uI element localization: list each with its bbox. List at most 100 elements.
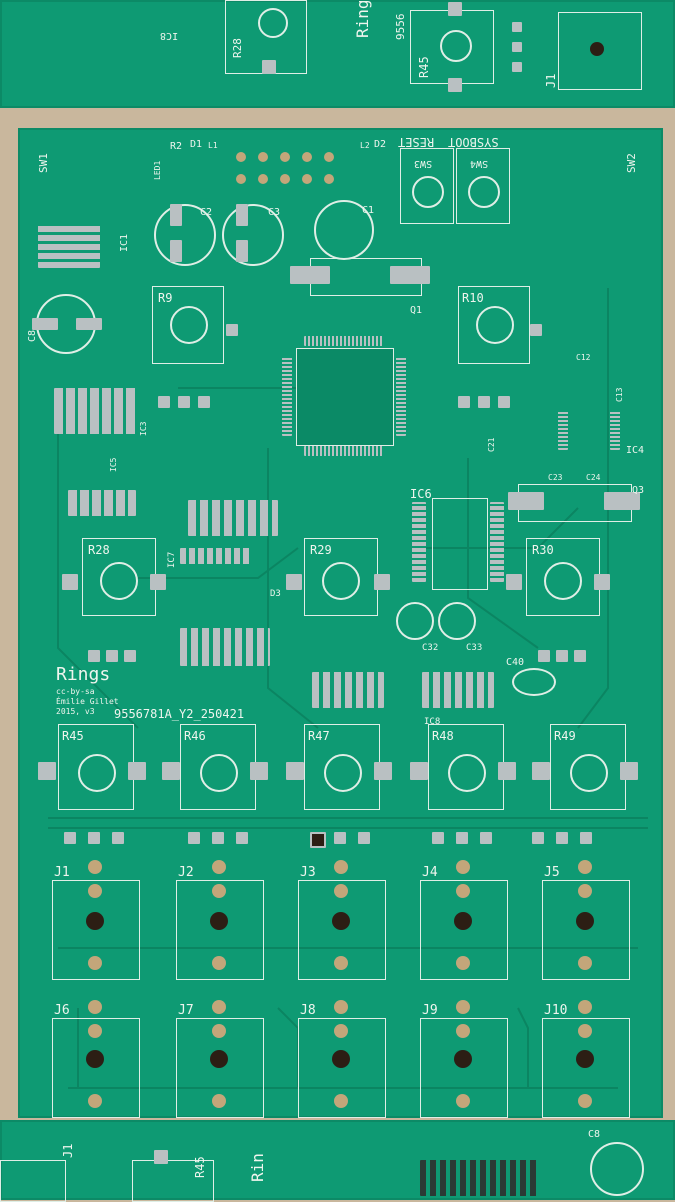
jack-j8-pin [334, 1000, 348, 1014]
l2-label: L2 [360, 141, 370, 150]
c24-label: C24 [586, 473, 601, 482]
pot-r30-label: R30 [532, 543, 554, 557]
led-pad [480, 832, 492, 844]
jack-j6-label: J6 [54, 1003, 70, 1018]
neighbor-pot-r45-pad-b [448, 78, 462, 92]
sw2-label: SW2 [625, 153, 638, 173]
jack-j10-label: J10 [544, 1003, 568, 1018]
ic7-label: IC7 [167, 551, 177, 568]
trim-pads [458, 396, 470, 408]
pot-r49-pad [532, 762, 550, 780]
jack-j5-label: J5 [544, 865, 560, 880]
pot-r30-pad [506, 574, 522, 590]
d1-label: D1 [190, 139, 203, 150]
pot-r49-pad [620, 762, 638, 780]
pot-r48-shaft [448, 754, 486, 792]
jack-j1-hole [86, 912, 104, 930]
c23-label: C23 [548, 473, 563, 482]
pot-r28-shaft [100, 562, 138, 600]
pot-r49-shaft [570, 754, 608, 792]
jack-j9-pin [456, 1024, 470, 1038]
pot-r29-label: R29 [310, 543, 332, 557]
jack-j3-pin [334, 884, 348, 898]
ic6 [432, 498, 488, 590]
jack-j3 [298, 880, 386, 980]
trim-pads [498, 396, 510, 408]
jack-j6-hole [86, 1050, 104, 1068]
jack-j4-pin [456, 884, 470, 898]
trim-pads [158, 396, 170, 408]
led-pad [456, 832, 468, 844]
neighbor-pot-r28-label: R28 [231, 38, 244, 58]
jack-j4-pin [456, 860, 470, 874]
pot-r9 [152, 286, 224, 364]
jack-j4 [420, 880, 508, 980]
c12-label: C12 [576, 353, 591, 362]
cap-c2-pad [170, 204, 182, 226]
board-license: cc-by-sa [56, 687, 95, 696]
neighbor-jack-j1-hole [590, 42, 604, 56]
pot-r9-shaft [170, 306, 208, 344]
ic3-pads [54, 388, 138, 434]
led-pad [112, 832, 124, 844]
reset-label: RESET [398, 135, 435, 149]
header-pin [280, 152, 290, 162]
pot-r10-label: R10 [462, 291, 484, 305]
jack-j2-label: J2 [178, 865, 194, 880]
pot-r47-pad [286, 762, 304, 780]
neighbor-bottom-pot-pad [154, 1150, 168, 1164]
jack-j6-pin [88, 1000, 102, 1014]
ic1-label: IC1 [119, 233, 130, 252]
neighbor-bottom-title: Rin [248, 1153, 267, 1182]
jack-j6 [52, 1018, 140, 1118]
jack-j7-pin [212, 1094, 226, 1108]
jack-j3-pin [334, 956, 348, 970]
smd-cluster [180, 628, 270, 666]
sw3-circle [412, 176, 444, 208]
jack-j6-pin [88, 1024, 102, 1038]
ic4-pins-r [610, 410, 620, 450]
sw4-label: SW4 [470, 158, 489, 169]
jack-j9-label: J9 [422, 1003, 438, 1018]
mcu-pins-top [304, 336, 384, 346]
jack-j5-pin [578, 884, 592, 898]
pot-r48-pad [410, 762, 428, 780]
jack-j7-pin [212, 1024, 226, 1038]
trim-pads [106, 650, 118, 662]
pot-r47-pad [374, 762, 392, 780]
pot-r46-shaft [200, 754, 238, 792]
jack-j5-hole [576, 912, 594, 930]
ic1-pad [38, 224, 100, 268]
q1-label: Q1 [410, 305, 423, 316]
jack-j8 [298, 1018, 386, 1118]
q3-label: Q3 [632, 485, 645, 496]
pot-r48-label: R48 [432, 729, 454, 743]
pot-r49-label: R49 [554, 729, 576, 743]
led-pad [334, 832, 346, 844]
header-pin [258, 152, 268, 162]
ic3-label: IC3 [139, 421, 148, 436]
led-pad [432, 832, 444, 844]
header-pin [302, 152, 312, 162]
jack-j4-label: J4 [422, 865, 438, 880]
smd-cluster [422, 672, 494, 708]
jack-j3-hole [332, 912, 350, 930]
neighbor-title: Rings [353, 0, 372, 38]
crystal-q3-pad [604, 492, 640, 510]
neighbor-jack-j1-label: J1 [544, 73, 558, 88]
neighbor-board-bottom: J1 R45 Rin C8 [0, 1120, 675, 1202]
pot-r10-pad [530, 324, 542, 336]
ic6-pins-r [490, 502, 504, 582]
led1-label: LED1 [153, 160, 162, 180]
jack-j4-hole [454, 912, 472, 930]
jack-j4-pin [456, 956, 470, 970]
jack-j1-pin [88, 884, 102, 898]
trim-pads [538, 650, 550, 662]
neighbor-pot-r45-hole [440, 30, 472, 62]
jack-j7-pin [212, 1000, 226, 1014]
jack-j10-pin [578, 1024, 592, 1038]
neighbor-pad [512, 62, 522, 72]
crystal-q1-pad [290, 266, 330, 284]
main-board: SYSBOOT RESET SW1 SW2 SW3 SW4 R2 D1 L1 L… [18, 128, 663, 1118]
cap-c32 [396, 602, 434, 640]
